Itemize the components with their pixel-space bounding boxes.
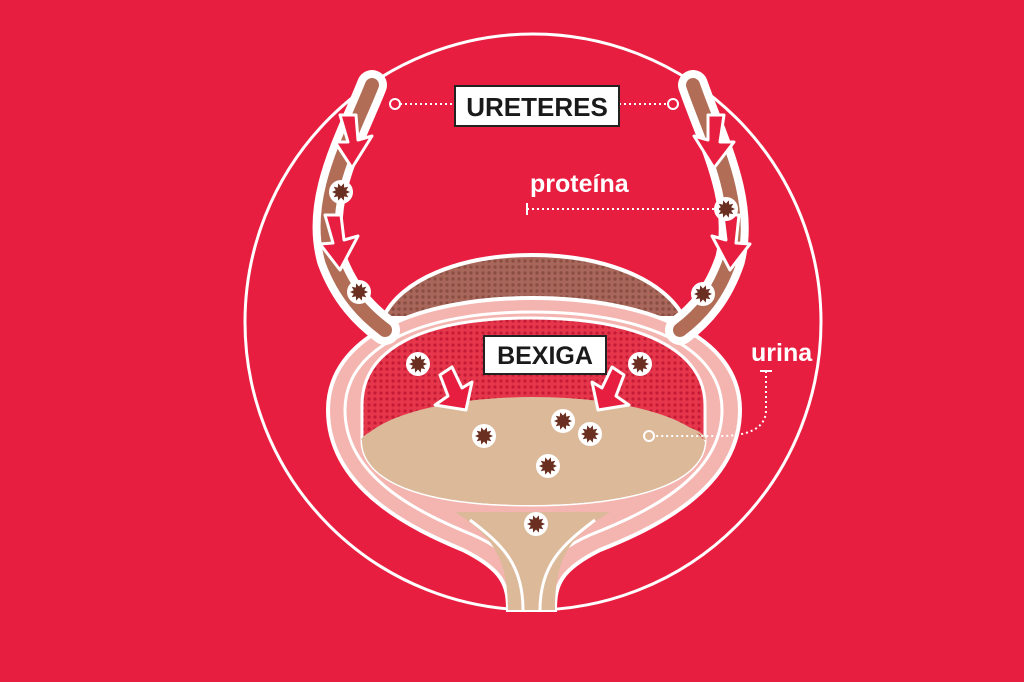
protein-particle xyxy=(628,352,652,376)
protein-particle xyxy=(329,180,353,204)
ureters-pointer-left xyxy=(389,98,401,110)
urine-label: urina xyxy=(751,339,813,367)
bladder-label-group: BEXIGA xyxy=(483,335,607,375)
ureters-label-group: URETERES xyxy=(389,85,679,127)
protein-particle xyxy=(524,512,548,536)
protein-particle xyxy=(714,197,738,221)
flow-arrow-bladder-left xyxy=(433,365,474,412)
protein-particle xyxy=(406,352,430,376)
urethra xyxy=(455,512,610,610)
protein-label-group: proteína xyxy=(526,170,720,215)
flow-arrow-right-2 xyxy=(710,213,752,272)
flow-arrow-bladder-right xyxy=(590,365,631,412)
bladder-lining xyxy=(343,310,724,612)
urine-label-group: urina xyxy=(643,339,813,442)
ureters-label-box xyxy=(454,85,620,127)
flow-arrow-left-2 xyxy=(318,213,360,272)
protein-particle xyxy=(578,422,602,446)
bladder-label: BEXIGA xyxy=(497,342,593,370)
urine-surface xyxy=(361,412,706,441)
flow-arrow-left-1 xyxy=(333,113,374,170)
protein-particle xyxy=(472,424,496,448)
protein-particle xyxy=(691,282,715,306)
urine-pointer xyxy=(643,430,655,442)
protein-particle xyxy=(536,454,560,478)
ureters-label: URETERES xyxy=(466,92,608,122)
ureters-pointer-right xyxy=(667,98,679,110)
flow-arrow-right-1 xyxy=(692,113,736,170)
protein-particle xyxy=(347,280,371,304)
protein-particle xyxy=(551,409,575,433)
bladder-label-box xyxy=(483,335,607,375)
protein-label: proteína xyxy=(530,170,630,198)
